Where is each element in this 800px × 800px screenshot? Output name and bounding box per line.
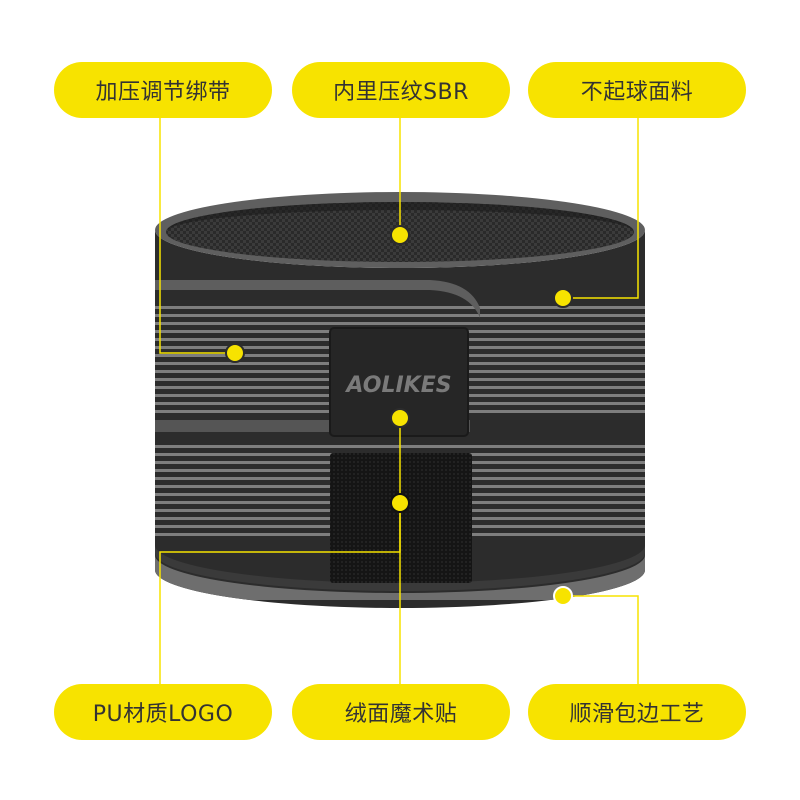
strap-stripe [155,322,645,325]
callout-pu-logo: PU材质LOGO [54,684,272,740]
dot-smooth-binding [553,586,573,606]
logo-patch: AOLIKES [329,327,469,437]
strap-stripe [155,306,645,309]
callout-compression-strap: 加压调节绑带 [54,62,272,118]
leader-lines [159,118,639,684]
callout-sbr-lining: 内里压纹SBR [292,62,510,118]
dot-pu-logo [390,408,410,428]
dot-anti-pilling [553,288,573,308]
callout-velcro: 绒面魔术贴 [292,684,510,740]
callout-smooth-binding: 顺滑包边工艺 [528,684,746,740]
strap-stripe [155,314,645,317]
brand-logo: AOLIKES [344,373,451,398]
dot-compression-strap [225,343,245,363]
callout-anti-pilling-fabric: 不起球面料 [528,62,746,118]
velcro-patch [330,453,472,583]
dot-sbr-lining [390,225,410,245]
callout-dots [225,225,573,606]
dot-velcro [390,493,410,513]
